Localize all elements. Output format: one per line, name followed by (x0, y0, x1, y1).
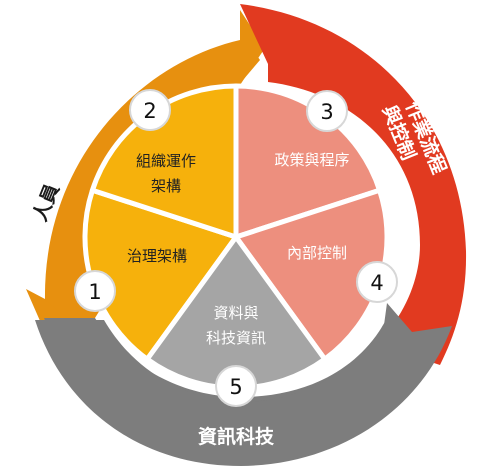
segment-5-label-line2: 科技資訊 (206, 329, 266, 347)
badge-5: 5 (215, 365, 257, 407)
segment-2-label-line2: 架構 (151, 177, 181, 195)
segment-3-label-line1: 政策與程序 (274, 151, 349, 169)
badge-4-number: 4 (370, 271, 383, 295)
badge-3: 3 (306, 90, 348, 132)
badge-5-number: 5 (229, 375, 242, 399)
badge-3-number: 3 (320, 100, 333, 124)
segment-5-label-line1: 資料與 (213, 304, 258, 322)
information-technology-label: 資訊科技 (198, 425, 275, 448)
segment-1-label-line1: 治理架構 (127, 247, 187, 265)
badge-2: 2 (129, 89, 171, 131)
badge-4: 4 (356, 261, 398, 303)
badge-1: 1 (74, 270, 116, 312)
information-technology-ring-main (35, 303, 452, 466)
segment-4-label-line1: 內部控制 (287, 244, 347, 262)
segment-2-label-line1: 組織運作 (136, 152, 196, 170)
badge-2-number: 2 (143, 99, 156, 123)
badge-1-number: 1 (88, 280, 101, 304)
